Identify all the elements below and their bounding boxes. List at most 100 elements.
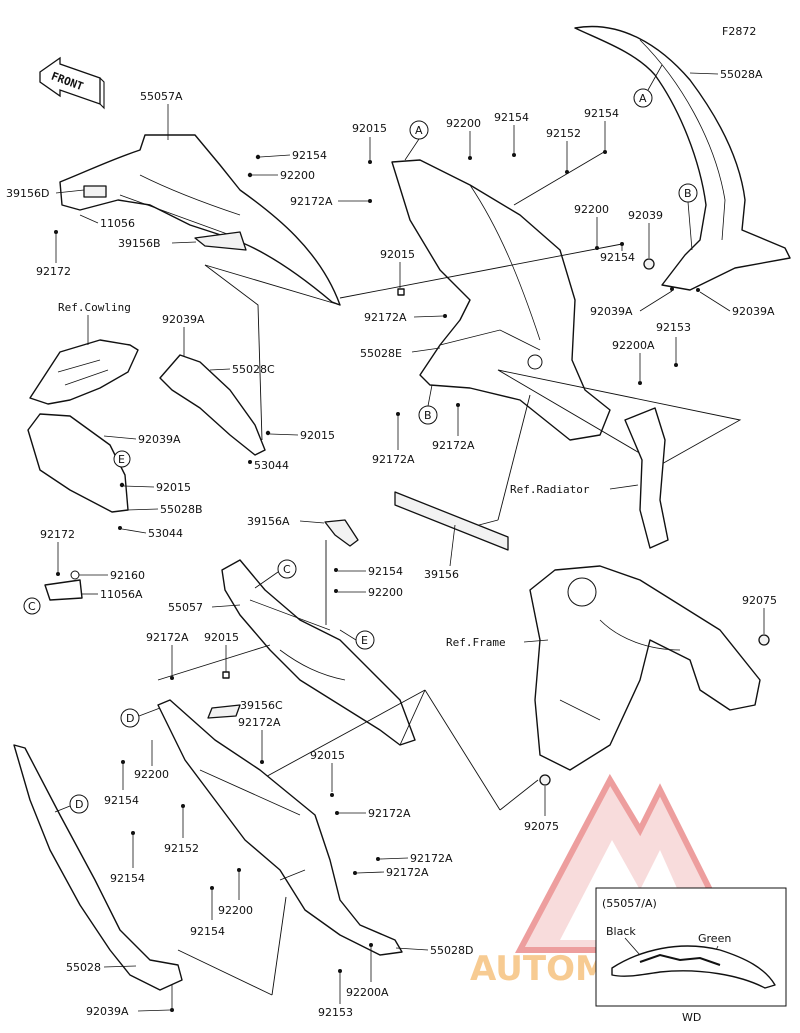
part-92015-b: 92015 xyxy=(156,481,191,494)
bracket-55028C xyxy=(159,354,266,456)
part-92200-b: 92200 xyxy=(446,117,481,130)
callout-B-right: B xyxy=(678,183,698,203)
part-11056: 11056 xyxy=(100,217,135,230)
svg-text:A: A xyxy=(639,92,647,105)
part-39156B-pad xyxy=(194,231,247,251)
ref-cowling: Ref.Cowling xyxy=(58,301,131,314)
part-92200-e: 92200 xyxy=(134,768,169,781)
part-92200-f: 92200 xyxy=(218,904,253,917)
part-92172A-b: 92172A xyxy=(364,311,407,324)
inset-title: (55057/A) xyxy=(602,897,657,910)
part-92015-f: 92015 xyxy=(310,749,345,762)
part-92039A-e: 92039A xyxy=(86,1005,129,1018)
part-55028E: 55028E xyxy=(360,347,402,360)
front-arrow-icon: FRONT xyxy=(39,56,105,110)
pad-39156A xyxy=(324,519,359,547)
pad-39156C xyxy=(207,704,241,719)
callout-E-left: E xyxy=(113,450,131,468)
part-92154-b: 92154 xyxy=(494,111,529,124)
callout-D-left: D xyxy=(69,794,89,814)
bracket-11056A xyxy=(44,579,83,601)
panel-55028D xyxy=(157,699,403,956)
color-inset: (55057/A) Black Green xyxy=(595,887,787,1007)
part-55028C: 55028C xyxy=(232,363,275,376)
part-39156C: 39156C xyxy=(240,699,283,712)
part-92039A-b: 92039A xyxy=(138,433,181,446)
part-53044-b: 53044 xyxy=(148,527,183,540)
part-92172A-a: 92172A xyxy=(290,195,333,208)
part-92172A-g: 92172A xyxy=(368,807,411,820)
part-92075-b: 92075 xyxy=(524,820,559,833)
svg-text:E: E xyxy=(118,453,125,466)
svg-text:C: C xyxy=(283,563,291,576)
part-92172A-h: 92172A xyxy=(410,852,453,865)
callout-B-center: B xyxy=(418,405,438,425)
part-92172A-c: 92172A xyxy=(372,453,415,466)
part-92152-a: 92152 xyxy=(546,127,581,140)
part-92075-a: 92075 xyxy=(742,594,777,607)
callout-E-center: E xyxy=(355,630,375,650)
figure-id: F2872 xyxy=(722,25,756,38)
part-92039A-c: 92039A xyxy=(590,305,633,318)
part-53044-a: 53044 xyxy=(254,459,289,472)
part-92172A-d: 92172A xyxy=(432,439,475,452)
part-39156B: 39156B xyxy=(118,237,161,250)
bracket-55028B xyxy=(27,413,129,513)
svg-text:C: C xyxy=(28,600,36,613)
part-92153-a: 92153 xyxy=(656,321,691,334)
part-39156A: 39156A xyxy=(247,515,290,528)
inset-code: WD xyxy=(682,1011,701,1024)
part-92039A-d: 92039A xyxy=(732,305,775,318)
callout-D-center: D xyxy=(120,708,140,728)
part-92200-d: 92200 xyxy=(368,586,403,599)
part-92160: 92160 xyxy=(110,569,145,582)
svg-text:D: D xyxy=(75,798,83,811)
part-92172-top: 92172 xyxy=(36,265,71,278)
svg-text:B: B xyxy=(424,409,432,422)
part-92015-e: 92015 xyxy=(204,631,239,644)
part-92200A-b: 92200A xyxy=(346,986,389,999)
svg-text:E: E xyxy=(361,634,368,647)
svg-text:D: D xyxy=(126,712,134,725)
part-55057A: 55057A xyxy=(140,90,183,103)
part-55057: 55057 xyxy=(168,601,203,614)
part-92015-c: 92015 xyxy=(352,122,387,135)
callout-A-center: A xyxy=(409,120,429,140)
part-92015-a: 92015 xyxy=(300,429,335,442)
part-55028A: 55028A xyxy=(720,68,763,81)
callout-C-center: C xyxy=(277,559,297,579)
part-92200-a: 92200 xyxy=(280,169,315,182)
ref-radiator-part xyxy=(624,407,669,549)
ref-frame: Ref.Frame xyxy=(446,636,506,649)
part-92153-b: 92153 xyxy=(318,1006,353,1019)
inset-black: Black xyxy=(606,925,636,938)
panel-55028 xyxy=(13,744,183,991)
part-92039: 92039 xyxy=(628,209,663,222)
part-55028B: 55028B xyxy=(160,503,203,516)
part-92154-a: 92154 xyxy=(292,149,327,162)
part-92200-c: 92200 xyxy=(574,203,609,216)
part-92154-h: 92154 xyxy=(190,925,225,938)
part-92172A-i: 92172A xyxy=(386,866,429,879)
part-92172-b: 92172 xyxy=(40,528,75,541)
svg-text:B: B xyxy=(684,187,692,200)
callout-A-right: A xyxy=(633,88,653,108)
part-55028: 55028 xyxy=(66,961,101,974)
part-11056A: 11056A xyxy=(100,588,143,601)
part-92039A-a: 92039A xyxy=(162,313,205,326)
part-92152-b: 92152 xyxy=(164,842,199,855)
ref-radiator: Ref.Radiator xyxy=(510,483,590,496)
part-39156D: 39156D xyxy=(6,187,49,200)
part-92154-e: 92154 xyxy=(368,565,403,578)
panel-55028E xyxy=(391,159,611,441)
ref-frame-part xyxy=(529,565,761,771)
part-55028D: 55028D xyxy=(430,944,473,957)
part-92172A-e: 92172A xyxy=(146,631,189,644)
part-39156: 39156 xyxy=(424,568,459,581)
part-92154-c: 92154 xyxy=(584,107,619,120)
svg-text:A: A xyxy=(415,124,423,137)
part-92154-d: 92154 xyxy=(600,251,635,264)
cowl-55057A xyxy=(59,134,341,306)
ref-cowling-part xyxy=(29,339,139,405)
